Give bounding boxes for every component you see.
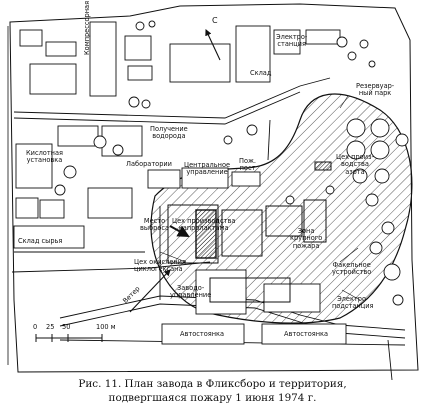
label-release-point: Место выброса xyxy=(140,217,170,233)
label-north: С xyxy=(212,16,218,25)
label-hydrogen: Получение водорода xyxy=(150,125,188,141)
scale-tick-50: 50 xyxy=(62,323,71,331)
label-parking-2: Автостоянка xyxy=(284,330,329,338)
label-electro-station: Электро- станция xyxy=(276,33,308,49)
label-compressor: Компрессорная xyxy=(83,0,91,55)
nitrogen-block xyxy=(314,161,332,171)
label-cyclohexane: Цех окисления циклогексана xyxy=(134,258,186,274)
release-arrow xyxy=(169,225,190,237)
process-units xyxy=(167,199,327,303)
storage-tanks xyxy=(54,20,409,306)
wind-arrow xyxy=(129,269,171,313)
figure-caption-line-2: подвергшаяся пожару 1 июня 1974 г. xyxy=(108,392,317,404)
scale-tick-100: 100 м xyxy=(96,323,116,331)
label-nylon-shop: Цех производства капролактама xyxy=(172,217,236,233)
buildings xyxy=(13,21,347,345)
release-point-block xyxy=(195,209,217,259)
scale-tick-0: 0 xyxy=(33,323,38,331)
label-plant-admin: Заводо- управление xyxy=(170,284,212,300)
label-nitrogen-shop: Цех произ- водства азота xyxy=(336,153,374,176)
label-parking-1: Автостоянка xyxy=(180,330,225,338)
label-substation: Электро- подстанция xyxy=(332,295,374,311)
label-reservoir-park: Резервуар- ный парк xyxy=(356,82,395,98)
label-central-admin: Центральное управление xyxy=(184,161,231,177)
label-laboratories: Лаборатории xyxy=(126,160,172,168)
scale-tick-25: 25 xyxy=(46,323,55,331)
figure-caption-line-1: Рис. 11. План завода в Фликсборо и терри… xyxy=(78,378,347,390)
label-raw-warehouse: Склад сырья xyxy=(18,237,63,245)
compass-arrow xyxy=(205,29,221,61)
label-acid-unit: Кислотная установка xyxy=(26,149,63,165)
label-severe-fire: Зона крупного пожара xyxy=(290,227,323,250)
leader-lines xyxy=(159,95,361,301)
label-warehouse: Склад xyxy=(250,69,272,77)
label-fire-post: Пож. пост xyxy=(239,157,257,173)
scale-bar xyxy=(35,334,103,342)
site-boundary xyxy=(7,3,419,373)
label-flare: Факельное устройство xyxy=(332,261,372,277)
